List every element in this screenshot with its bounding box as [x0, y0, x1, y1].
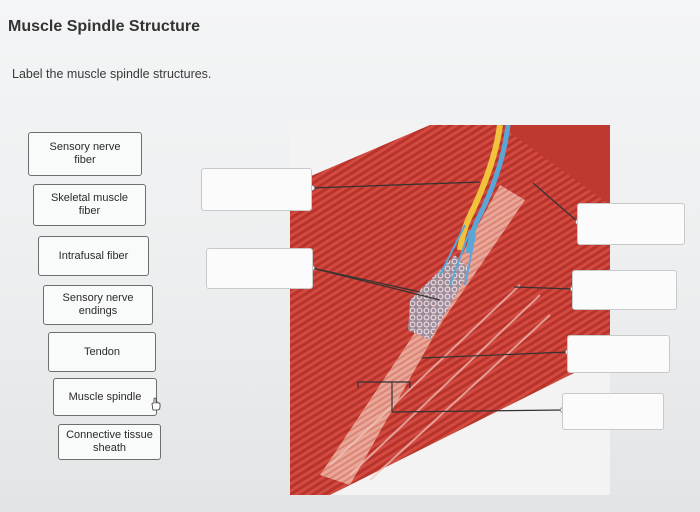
drop-target-3[interactable] [577, 203, 685, 245]
label-tile-connective-tissue-sheath[interactable]: Connective tissue sheath [58, 424, 161, 460]
label-tile-muscle-spindle[interactable]: Muscle spindle [53, 378, 157, 416]
tile-text: Sensory nerve endings [63, 292, 134, 318]
tile-text: Connective tissue sheath [66, 429, 153, 455]
drop-target-6[interactable] [562, 393, 664, 430]
drop-target-2[interactable] [206, 248, 313, 289]
label-tile-sensory-nerve-endings[interactable]: Sensory nerve endings [43, 285, 153, 325]
tile-text: Tendon [84, 346, 120, 359]
instruction-text: Label the muscle spindle structures. [12, 67, 211, 81]
drop-target-5[interactable] [567, 335, 670, 373]
illustration-svg [290, 125, 610, 495]
muscle-spindle-illustration [290, 125, 610, 495]
drop-target-1[interactable] [201, 168, 312, 211]
tile-text: Intrafusal fiber [59, 250, 129, 263]
tile-text: Skeletal muscle fiber [51, 192, 128, 218]
label-tile-intrafusal-fiber[interactable]: Intrafusal fiber [38, 236, 149, 276]
label-tile-tendon[interactable]: Tendon [48, 332, 156, 372]
label-tile-sensory-nerve-fiber[interactable]: Sensory nerve fiber [28, 132, 142, 176]
tile-text: Sensory nerve fiber [50, 141, 121, 167]
hand-cursor-icon [149, 397, 163, 411]
tile-text: Muscle spindle [69, 391, 142, 404]
label-tile-skeletal-muscle-fiber[interactable]: Skeletal muscle fiber [33, 184, 146, 226]
drop-target-4[interactable] [572, 270, 677, 310]
page-title: Muscle Spindle Structure [8, 18, 200, 36]
